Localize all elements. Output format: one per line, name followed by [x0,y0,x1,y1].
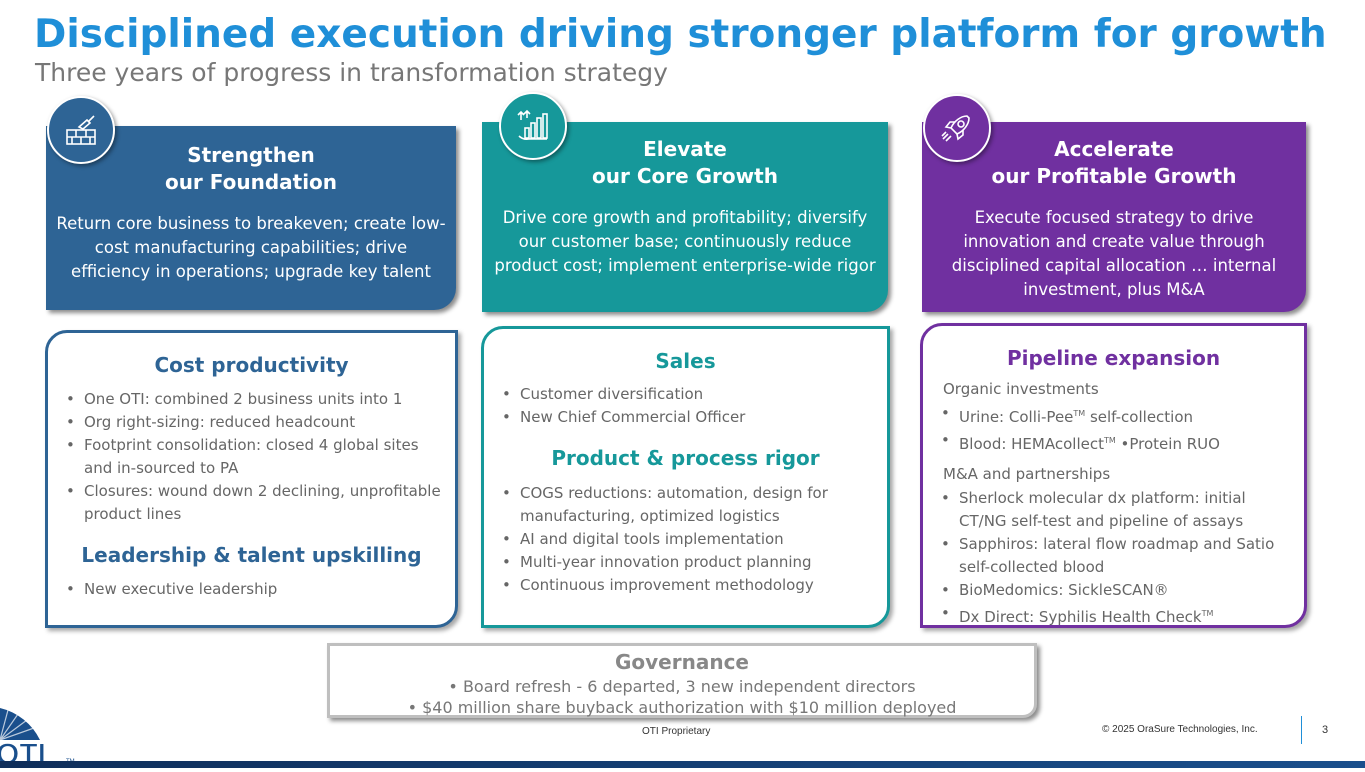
list-item: Footprint consolidation: closed 4 global… [62,434,441,480]
list-item: Board refresh - 6 departed, 3 new indepe… [330,676,1034,697]
card-heading: Sales [655,349,716,373]
card-heading: Pipeline expansion [1006,346,1221,370]
leadership-list: New executive leadership [62,578,441,601]
list-item: Customer diversification [498,383,873,406]
page-subtitle: Three years of progress in transformatio… [35,58,668,87]
card-heading: Product & process rigor [551,446,820,470]
list-item: Multi-year innovation product planning [498,551,873,574]
card-heading: Leadership & talent upskilling [81,543,422,567]
list-item: Sapphiros: lateral flow roadmap and Sati… [937,533,1290,579]
partnerships-list: Sherlock molecular dx platform: initial … [937,487,1290,629]
card-pipeline-expansion: Pipeline expansion Organic investments U… [920,323,1307,628]
list-item: AI and digital tools implementation [498,528,873,551]
list-item: BioMedomics: SickleSCAN® [937,579,1290,602]
bottom-bar [0,761,1365,768]
page-number: 3 [1322,724,1329,736]
list-item: COGS reductions: automation, design for … [498,482,873,528]
product-process-list: COGS reductions: automation, design for … [498,482,873,597]
card-heading: Cost productivity [154,353,349,377]
list-item: $40 million share buyback authorization … [330,697,1034,718]
governance-list: Board refresh - 6 departed, 3 new indepe… [330,676,1034,718]
list-item: Org right-sizing: reduced headcount [62,411,441,434]
group-label: Organic investments [943,380,1099,398]
list-item: New executive leadership [62,578,441,601]
list-item: Sherlock molecular dx platform: initial … [937,487,1290,533]
card-sales: Sales Customer diversification New Chief… [481,326,890,628]
list-item: One OTI: combined 2 business units into … [62,388,441,411]
rocket-icon [923,94,991,162]
list-item: New Chief Commercial Officer [498,406,873,429]
group-label: M&A and partnerships [943,465,1111,483]
copyright-text: © 2025 OraSure Technologies, Inc. [1102,724,1258,735]
governance-box: Governance Board refresh - 6 departed, 3… [327,643,1037,718]
footer-divider [1301,716,1302,744]
brick-wall-trowel-icon [47,96,115,164]
oti-logo: OTI TM [0,700,80,772]
governance-heading: Governance [614,650,749,674]
card-cost-productivity: Cost productivity One OTI: combined 2 bu… [45,330,458,628]
pillar-body: Return core business to breakeven; creat… [56,214,446,281]
pillar-body: Drive core growth and profitability; div… [494,208,876,275]
proprietary-label: OTI Proprietary [642,726,711,737]
pillar-body: Execute focused strategy to drive innova… [951,208,1277,299]
list-item: Closures: wound down 2 declining, unprof… [62,480,441,526]
sales-list: Customer diversification New Chief Comme… [498,383,873,429]
cost-productivity-list: One OTI: combined 2 business units into … [62,388,441,526]
organic-list: Urine: Colli-PeeTM self-collection Blood… [937,402,1290,456]
page-title: Disciplined execution driving stronger p… [34,12,1327,57]
list-item: Blood: HEMAcollectTM •Protein RUO [937,429,1290,456]
list-item: Dx Direct: Syphilis Health CheckTM [937,602,1290,629]
list-item: Urine: Colli-PeeTM self-collection [937,402,1290,429]
list-item: Continuous improvement methodology [498,574,873,597]
growth-chart-icon [499,92,567,160]
